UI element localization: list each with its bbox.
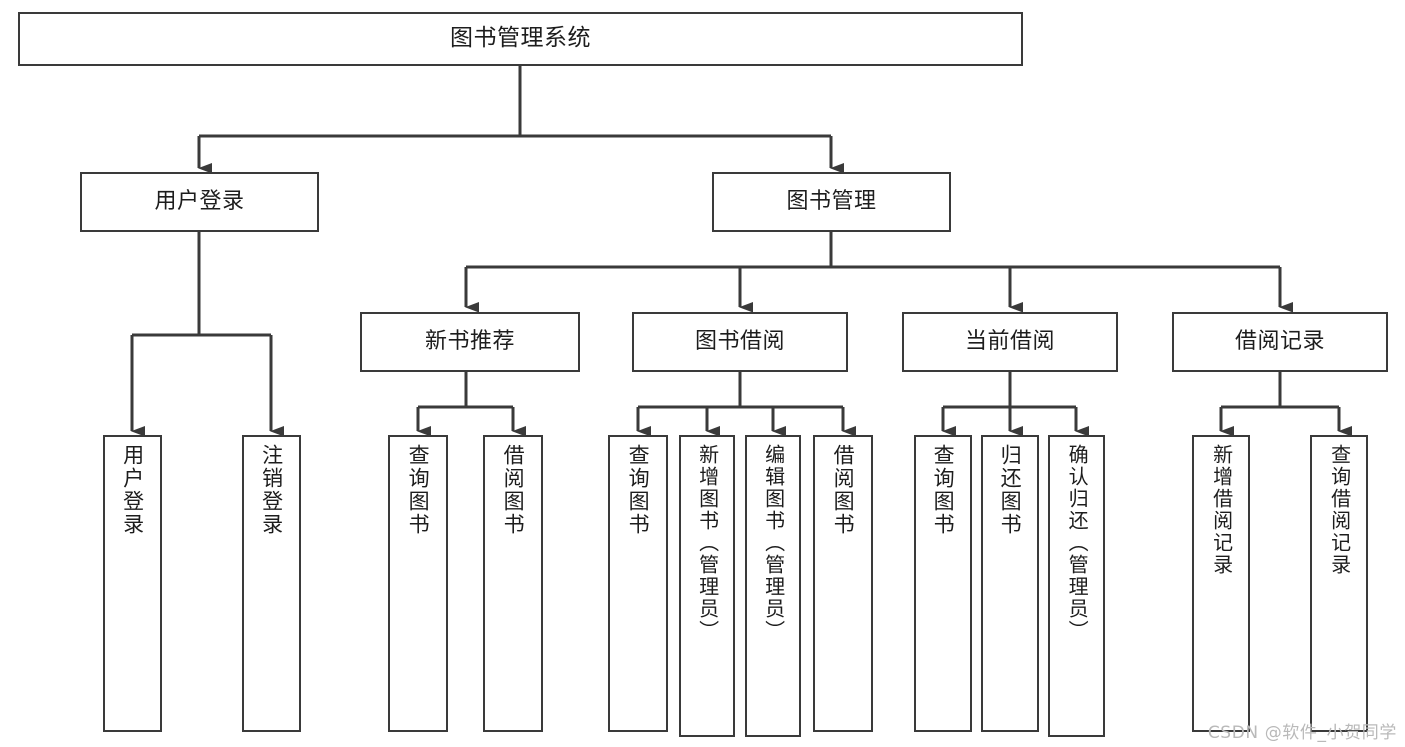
node-label: 查询图书 xyxy=(406,444,431,536)
node-leaf-query-borrow-record[interactable]: 查询借阅记录 xyxy=(1310,435,1368,732)
node-label: 用户登录 xyxy=(120,444,145,536)
node-label: 图书管理 xyxy=(786,188,877,214)
node-leaf-borrow-book-recommend[interactable]: 借阅图书 xyxy=(483,435,543,732)
node-label: 查询借阅记录 xyxy=(1327,444,1352,576)
node-leaf-logout-login[interactable]: 注销登录 xyxy=(242,435,301,732)
node-leaf-query-book-borrow[interactable]: 查询图书 xyxy=(608,435,668,732)
node-label: 新增借阅记录 xyxy=(1209,444,1234,576)
node-label: 借阅图书 xyxy=(501,444,526,536)
node-label: 用户登录 xyxy=(154,188,245,214)
node-leaf-return-book[interactable]: 归还图书 xyxy=(981,435,1039,732)
node-new-book-recommend[interactable]: 新书推荐 xyxy=(360,312,580,372)
node-label: 确认归还（管理员） xyxy=(1065,444,1090,642)
node-leaf-query-book-recommend[interactable]: 查询图书 xyxy=(388,435,448,732)
node-leaf-add-book-admin[interactable]: 新增图书（管理员） xyxy=(679,435,735,737)
node-book-management[interactable]: 图书管理 xyxy=(712,172,951,232)
node-label: 查询图书 xyxy=(626,444,651,536)
csdn-watermark: CSDN @软件_小贺同学 xyxy=(1207,723,1397,743)
node-leaf-add-borrow-record[interactable]: 新增借阅记录 xyxy=(1192,435,1250,732)
node-user-login[interactable]: 用户登录 xyxy=(80,172,319,232)
node-label: 查询图书 xyxy=(931,444,956,536)
node-label: 图书管理系统 xyxy=(450,25,591,52)
node-leaf-edit-book-admin[interactable]: 编辑图书（管理员） xyxy=(745,435,801,737)
node-root-book-management-system[interactable]: 图书管理系统 xyxy=(18,12,1023,66)
node-label: 借阅图书 xyxy=(831,444,856,536)
node-label: 归还图书 xyxy=(998,444,1023,536)
node-leaf-user-login[interactable]: 用户登录 xyxy=(103,435,162,732)
node-label: 新书推荐 xyxy=(424,328,515,354)
node-borrow-record[interactable]: 借阅记录 xyxy=(1172,312,1388,372)
node-label: 借阅记录 xyxy=(1234,328,1325,354)
node-label: 注销登录 xyxy=(259,444,284,536)
node-leaf-borrow-book-borrow[interactable]: 借阅图书 xyxy=(813,435,873,732)
node-label: 当前借阅 xyxy=(964,328,1055,354)
node-leaf-confirm-return-admin[interactable]: 确认归还（管理员） xyxy=(1048,435,1105,737)
node-book-borrow[interactable]: 图书借阅 xyxy=(632,312,848,372)
node-label: 新增图书（管理员） xyxy=(695,444,720,642)
node-current-borrow[interactable]: 当前借阅 xyxy=(902,312,1118,372)
node-label: 图书借阅 xyxy=(694,328,785,354)
node-leaf-query-book-current[interactable]: 查询图书 xyxy=(914,435,972,732)
node-label: 编辑图书（管理员） xyxy=(761,444,786,642)
